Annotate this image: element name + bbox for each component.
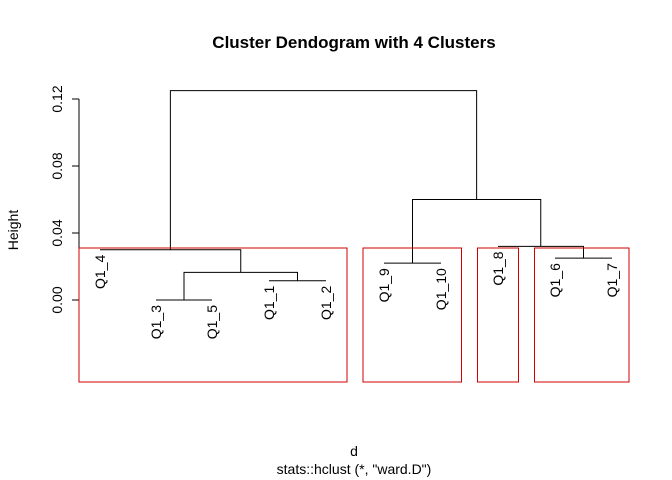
y-axis: 0.00 0.04 0.08 0.12 <box>49 85 80 314</box>
leaf-label: Q1_10 <box>433 268 449 310</box>
y-tick-label: 0.08 <box>49 152 65 179</box>
chart-subtitle: stats::hclust (*, "ward.D") <box>277 461 432 477</box>
cluster-box <box>362 247 462 383</box>
leaf-label: Q1_5 <box>204 305 220 339</box>
cluster-box <box>534 247 630 383</box>
chart-title: Cluster Dendogram with 4 Clusters <box>212 33 495 52</box>
leaf-label: Q1_7 <box>604 263 620 297</box>
leaf-label: Q1_9 <box>376 268 392 302</box>
leaf-label: Q1_1 <box>261 286 277 320</box>
dendrogram-branch <box>169 90 478 250</box>
dendrogram-branch <box>100 249 242 273</box>
dendrogram-branch <box>183 271 298 300</box>
cluster-boxes <box>78 247 630 383</box>
leaf-label: Q1_2 <box>318 286 334 320</box>
y-tick-label: 0.04 <box>49 219 65 246</box>
leaf-labels: Q1_4Q1_3 Q1_5 Q1_1 Q1_2 Q1_9 Q1_10 Q1_8 Q1_6 Q1_… <box>92 251 620 339</box>
dendrogram-branch <box>498 245 584 259</box>
dendrogram-tree <box>100 90 612 301</box>
x-axis-label: d <box>350 443 358 459</box>
cluster-box <box>477 247 519 383</box>
leaf-label: Q1_4 <box>92 255 108 289</box>
y-tick-label: 0.12 <box>49 85 65 112</box>
y-tick-label: 0.00 <box>49 286 65 313</box>
dendrogram-branch <box>412 199 542 264</box>
leaf-label: Q1_6 <box>547 263 563 297</box>
leaf-label: Q1_3 <box>148 305 164 339</box>
leaf-label: Q1_8 <box>490 251 506 285</box>
cluster-box <box>78 247 348 383</box>
y-axis-label: Height <box>5 210 21 251</box>
